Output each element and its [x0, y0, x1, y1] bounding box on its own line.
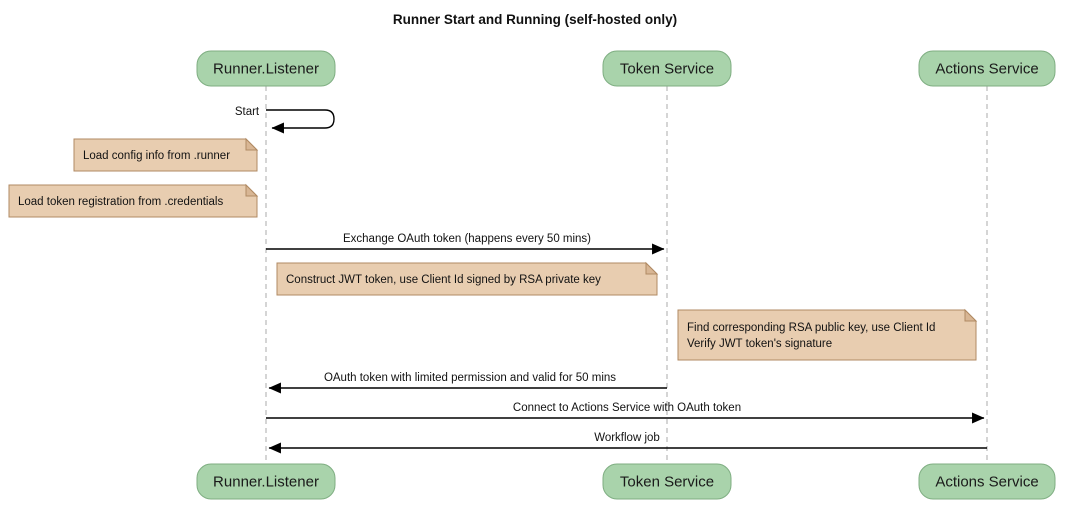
participant-label: Actions Service	[935, 474, 1038, 491]
note-load-token: Load token registration from .credential…	[8, 183, 259, 218]
msg-oauth-token-return[interactable]: OAuth token with limited permission and …	[268, 372, 667, 394]
note-body	[677, 309, 977, 361]
participant-box	[196, 50, 336, 87]
participants-top-group: Runner.Listener Token Service Actions Serv…	[196, 50, 1056, 87]
participants-bottom-group: Runner.Listener Token Service Actions Serv…	[196, 463, 1056, 500]
note-verify-jwt: Find corresponding RSA public key, use C…	[677, 308, 978, 361]
participant-label: Runner.Listener	[213, 474, 319, 491]
msg-connect-actions[interactable]: Connect to Actions Service with OAuth to…	[266, 402, 985, 424]
participant-runner-top[interactable]: Runner.Listener	[196, 50, 336, 87]
note-line: Find corresponding RSA public key, use C…	[687, 322, 935, 334]
message-label: OAuth token with limited permission and …	[324, 372, 616, 384]
message-label: Workflow job	[594, 432, 660, 444]
msg-exchange-oauth[interactable]: Exchange OAuth token (happens every 50 m…	[266, 233, 665, 255]
participant-label: Token Service	[620, 474, 714, 491]
note-load-config: Load config info from .runner	[73, 137, 259, 172]
participant-actions-bottom[interactable]: Actions Service	[918, 463, 1056, 500]
note-body	[8, 184, 258, 218]
participant-actions-top[interactable]: Actions Service	[918, 50, 1056, 87]
note-line: Load config info from .runner	[83, 150, 230, 162]
participant-token-bottom[interactable]: Token Service	[602, 463, 732, 500]
note-body	[73, 138, 258, 172]
participant-token-top[interactable]: Token Service	[602, 50, 732, 87]
participant-box	[602, 463, 732, 500]
note-body	[276, 262, 658, 296]
note-fold-corner	[245, 137, 259, 151]
participant-box	[602, 50, 732, 87]
message-label: Start	[235, 106, 260, 118]
note-line: Verify JWT token's signature	[687, 338, 832, 350]
msg-workflow-job[interactable]: Workflow job	[268, 432, 987, 454]
note-fold-corner	[964, 308, 978, 322]
lifelines-group	[265, 86, 988, 464]
note-fold-corner	[645, 261, 659, 275]
participant-runner-bottom[interactable]: Runner.Listener	[196, 463, 336, 500]
participant-box	[918, 50, 1056, 87]
message-label: Exchange OAuth token (happens every 50 m…	[343, 233, 591, 245]
message-label: Connect to Actions Service with OAuth to…	[513, 402, 741, 414]
note-construct-jwt: Construct JWT token, use Client Id signe…	[276, 261, 659, 296]
msg-start[interactable]: Start	[235, 106, 335, 134]
participant-box	[918, 463, 1056, 500]
note-line: Load token registration from .credential…	[18, 196, 223, 208]
participant-label: Actions Service	[935, 61, 1038, 78]
participant-box	[196, 463, 336, 500]
page-title: Runner Start and Running (self-hosted on…	[393, 12, 677, 27]
note-fold-corner	[245, 183, 259, 197]
note-line: Construct JWT token, use Client Id signe…	[286, 274, 601, 286]
participant-label: Runner.Listener	[213, 61, 319, 78]
self-message-arrow	[266, 109, 335, 134]
participant-label: Token Service	[620, 61, 714, 78]
